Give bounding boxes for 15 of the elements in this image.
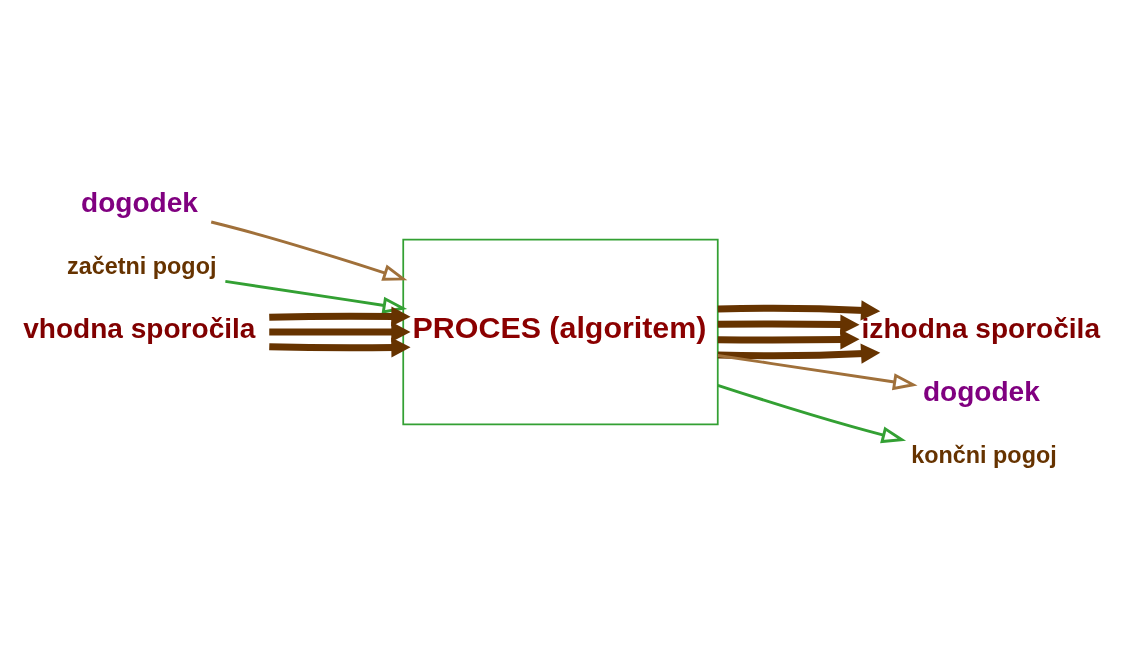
node-text: končni pogoj	[911, 441, 1057, 468]
arrow	[210, 220, 408, 281]
node-text: izhodna sporočila	[861, 313, 1101, 345]
node-text: vhodna sporočila	[23, 313, 256, 345]
arrow	[717, 300, 881, 321]
arrow	[717, 383, 907, 444]
arrow	[717, 314, 860, 335]
node-text: dogodek	[922, 376, 1040, 408]
arrow	[225, 279, 408, 314]
arrow	[717, 329, 860, 350]
arrow	[717, 354, 918, 391]
node-text: dogodek	[81, 186, 198, 218]
node-box: PROCES (algoritem)	[402, 238, 719, 426]
node-text: začetni pogoj	[67, 252, 217, 279]
arrow	[717, 343, 881, 364]
